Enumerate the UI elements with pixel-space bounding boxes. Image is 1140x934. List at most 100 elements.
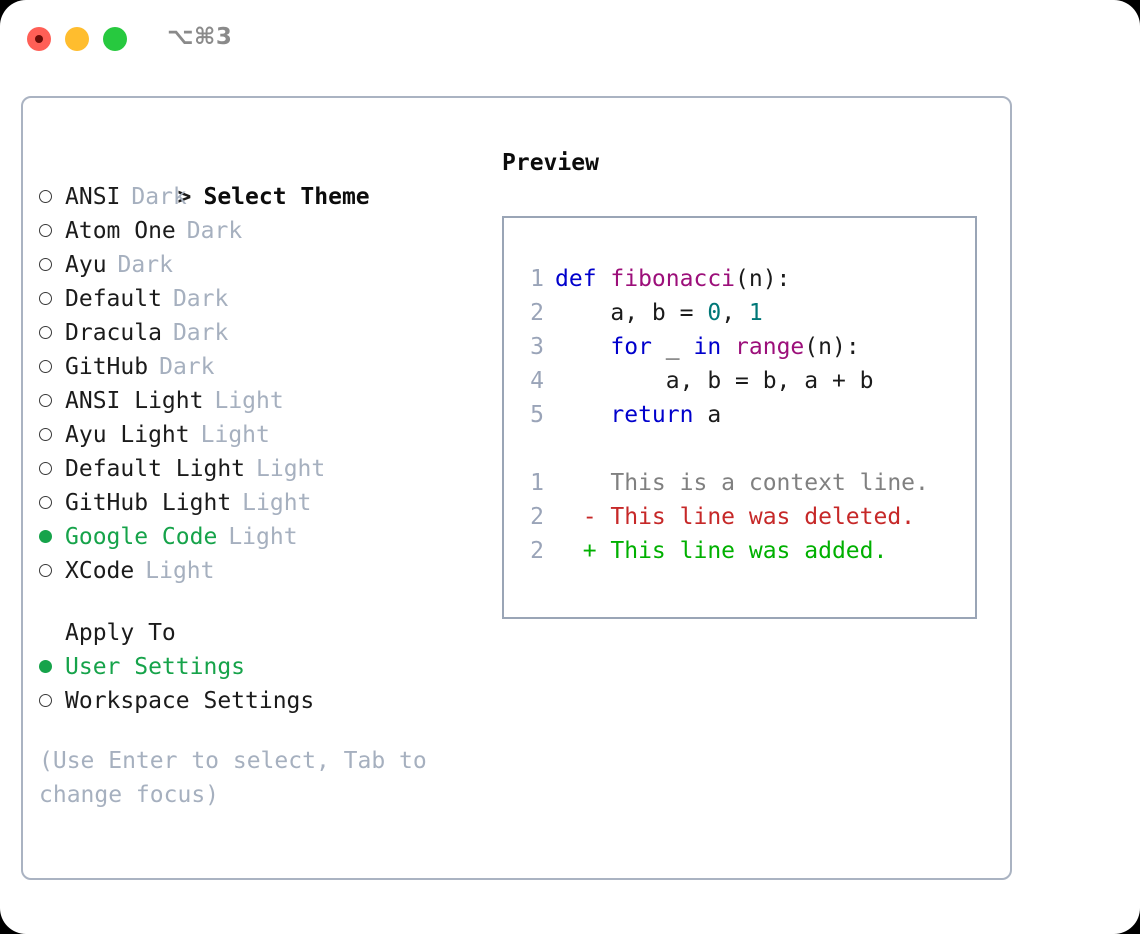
theme-list-item[interactable]: GitHub Dark xyxy=(39,350,489,384)
code-token xyxy=(721,334,735,360)
radio-unselected-icon[interactable] xyxy=(39,350,65,384)
radio-unselected-icon[interactable] xyxy=(39,180,65,214)
radio-dot xyxy=(39,564,52,577)
prompt-caret-icon: > xyxy=(177,184,192,210)
diff-sign: - xyxy=(555,504,611,530)
radio-unselected-icon[interactable] xyxy=(39,452,65,486)
code-token xyxy=(555,402,610,428)
code-token: (n): xyxy=(804,334,860,360)
theme-variant-badge: Light xyxy=(242,490,312,516)
line-number: 2 xyxy=(530,538,544,564)
radio-dot xyxy=(39,360,52,373)
radio-dot xyxy=(39,530,52,543)
code-token xyxy=(555,334,610,360)
radio-unselected-icon[interactable] xyxy=(39,486,65,520)
theme-variant-badge: Dark xyxy=(159,354,215,380)
theme-list-item[interactable]: ANSI Light Light xyxy=(39,384,489,418)
theme-list-item[interactable]: GitHub Light Light xyxy=(39,486,489,520)
code-token: (n): xyxy=(735,266,791,292)
radio-unselected-icon[interactable] xyxy=(39,418,65,452)
radio-unselected-icon[interactable] xyxy=(39,554,65,588)
select-theme-heading: > Select Theme xyxy=(39,146,489,210)
theme-variant-badge: Light xyxy=(228,524,298,550)
radio-dot xyxy=(39,428,52,441)
radio-unselected-icon[interactable] xyxy=(39,684,65,718)
close-button[interactable] xyxy=(27,27,51,51)
radio-unselected-icon[interactable] xyxy=(39,214,65,248)
code-token: def xyxy=(555,266,611,292)
theme-name: Google Code xyxy=(65,524,218,550)
diff-sign xyxy=(555,470,610,496)
radio-unselected-icon[interactable] xyxy=(39,282,65,316)
radio-dot xyxy=(39,660,52,673)
line-number: 4 xyxy=(530,368,544,394)
theme-name: ANSI Light xyxy=(65,388,204,414)
code-line: 5 return a xyxy=(520,398,975,432)
theme-list-item[interactable]: XCode Light xyxy=(39,554,489,588)
code-token: , xyxy=(721,300,749,326)
radio-dot xyxy=(39,190,52,203)
radio-dot xyxy=(39,694,52,707)
diff-line: 2 - This line was deleted. xyxy=(520,500,975,534)
theme-name: XCode xyxy=(65,558,135,584)
preview-heading: Preview xyxy=(502,150,599,176)
code-token: return xyxy=(610,402,694,428)
theme-variant-badge: Dark xyxy=(117,252,173,278)
radio-dot xyxy=(39,394,52,407)
theme-variant-badge: Light xyxy=(145,558,215,584)
theme-variant-badge: Dark xyxy=(186,218,243,244)
theme-list-item[interactable]: Ayu Dark xyxy=(39,248,489,282)
theme-list-item[interactable]: Google Code Light xyxy=(39,520,489,554)
theme-name: Ayu xyxy=(65,252,107,278)
apply-to-option[interactable]: User Settings xyxy=(39,650,489,684)
theme-name: GitHub Light xyxy=(65,490,232,516)
diff-line: 1 This is a context line. xyxy=(520,466,975,500)
theme-name: Default Light xyxy=(65,456,246,482)
theme-list-item[interactable]: Atom One Dark xyxy=(39,214,489,248)
code-token: 0 xyxy=(707,300,722,326)
radio-unselected-icon[interactable] xyxy=(39,248,65,282)
radio-unselected-icon[interactable] xyxy=(39,316,65,350)
code-line: 4 a, b = b, a + b xyxy=(520,364,975,398)
line-number: 1 xyxy=(530,266,544,292)
apply-to-option[interactable]: Workspace Settings xyxy=(39,684,489,718)
line-number: 3 xyxy=(530,334,544,360)
code-line: 3 for _ in range(n): xyxy=(520,330,975,364)
radio-selected-icon[interactable] xyxy=(39,650,65,684)
code-token: for xyxy=(610,334,652,360)
select-theme-label: Select Theme xyxy=(203,184,370,210)
diff-text: This line was added. xyxy=(610,538,888,564)
theme-name: Ayu Light xyxy=(65,422,190,448)
code-token: _ xyxy=(651,334,694,360)
radio-selected-icon[interactable] xyxy=(39,520,65,554)
theme-variant-badge: Dark xyxy=(172,286,229,312)
code-token: a, b = b, a + b xyxy=(555,368,874,394)
radio-dot xyxy=(39,496,52,509)
code-token: in xyxy=(693,334,722,360)
diff-text: This line was deleted. xyxy=(610,504,916,530)
diff-sample: 1 This is a context line.2 - This line w… xyxy=(520,466,975,568)
diff-text: This is a context line. xyxy=(610,470,929,496)
minimize-button[interactable] xyxy=(65,27,89,51)
keyboard-shortcut-label: ⌥⌘3 xyxy=(167,24,233,50)
theme-variant-badge: Dark xyxy=(172,320,229,346)
theme-variant-badge: Light xyxy=(214,388,284,414)
radio-unselected-icon[interactable] xyxy=(39,384,65,418)
theme-name: GitHub xyxy=(65,354,149,380)
maximize-button[interactable] xyxy=(103,27,127,51)
code-token: a, b = xyxy=(555,300,708,326)
theme-name: Atom One xyxy=(65,218,176,244)
apply-to-option-label: Workspace Settings xyxy=(65,688,315,714)
traffic-light-group xyxy=(27,27,127,51)
code-token: fibonacci xyxy=(610,266,736,292)
radio-dot xyxy=(39,326,52,339)
